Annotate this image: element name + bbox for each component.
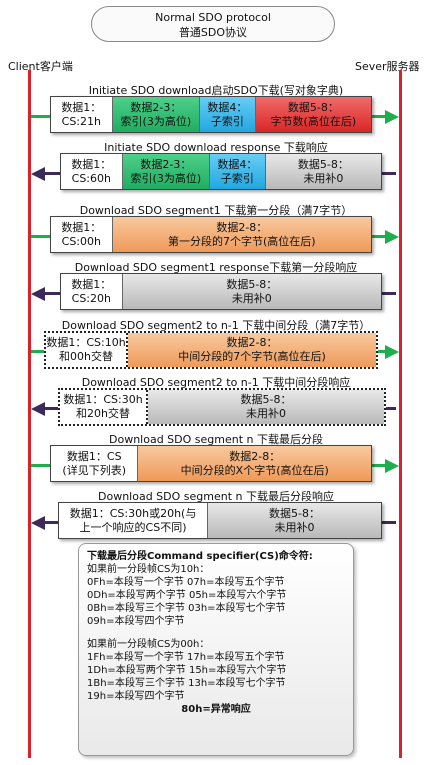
arrowhead-right-icon [385, 230, 399, 244]
protocol-title: Normal SDO protocol [155, 11, 271, 24]
frame-cell-payload: 数据2-8：中间分段的X个字节(高位在后) [138, 446, 371, 481]
protocol-subtitle: 普通SDO协议 [178, 26, 248, 39]
server-lifeline [399, 70, 402, 758]
message-6-label: Download SDO segment2 to n-1 下载中间分段响应 [81, 376, 351, 389]
arrowhead-right-icon [385, 110, 399, 124]
message-1-label: Initiate SDO download启动SDO下载(写对象字典) [88, 84, 344, 97]
note-group1-title: 如果前一分段帧CS为10h： [87, 564, 210, 575]
frame-cell-byte1: 数据1：CS:60h [61, 154, 123, 189]
protocol-title-box: Normal SDO protocol 普通SDO协议 [91, 6, 335, 42]
message-7-frame: 数据1：CS(详见下列表) 数据2-8：中间分段的X个字节(高位在后) [50, 445, 372, 482]
message-2-label: Initiate SDO download response 下载响应 [104, 141, 328, 154]
note-row: 19h=本段写四个字节 [87, 691, 185, 702]
note-row: 1Fh=本段写一个字节 17h=本段写五个字节 [87, 652, 285, 663]
frame-cell-unused: 数据5-8：未用补0 [122, 274, 381, 309]
arrowhead-left-icon [31, 516, 45, 530]
note-row: 1Dh=本段写两个字节 15h=本段写六个字节 [87, 665, 287, 676]
message-8-label: Download SDO segment n 下载最后分段响应 [98, 490, 334, 503]
message-2-frame: 数据1：CS:60h 数据2-3：索引(3为高位) 数据4：子索引 数据5-8：… [60, 153, 382, 190]
frame-cell-index: 数据2-3：索引(3为高位) [112, 97, 201, 132]
frame-cell-byte1: 数据1：CS:21h [51, 97, 113, 132]
frame-cell-bytecount: 数据5-8：字节数(高位在后) [255, 97, 371, 132]
note-heading: 下载最后分段Command specifier(CS)命令符: [87, 551, 313, 562]
message-4-frame: 数据1：CS:20h 数据5-8：未用补0 [60, 273, 382, 310]
frame-cell-payload: 数据2-8：第一分段的7个字节(高位在后) [112, 217, 371, 252]
frame-cell-unused: 数据5-8：未用补0 [265, 154, 381, 189]
frame-cell-byte1: 数据1：CS:20h [61, 274, 123, 309]
frame-cell-payload: 数据2-8：中间分段的7个字节(高位在后) [128, 333, 376, 367]
frame-cell-subindex: 数据4：子索引 [200, 97, 256, 132]
message-1-frame: 数据1：CS:21h 数据2-3：索引(3为高位) 数据4：子索引 数据5-8：… [50, 96, 372, 133]
frame-cell-byte1: 数据1：CS(详见下列表) [51, 446, 139, 481]
frame-cell-subindex: 数据4：子索引 [210, 154, 266, 189]
cs-note-box: 下载最后分段Command specifier(CS)命令符: 如果前一分段帧C… [78, 543, 354, 756]
message-3-label: Download SDO segment1 下载第一分段（满7字节） [79, 204, 353, 217]
note-footer: 80h=异常响应 [181, 704, 251, 715]
client-label: Client客户端 [8, 60, 73, 73]
frame-cell-index: 数据2-3：索引(3为高位) [122, 154, 211, 189]
frame-cell-unused: 数据5-8：未用补0 [148, 390, 384, 424]
arrowhead-left-icon [31, 167, 45, 181]
note-group2-title: 如果前一分段帧CS为00h： [87, 639, 210, 650]
note-row: 0Bh=本段写三个字节 03h=本段写七个字节 [87, 603, 286, 614]
arrowhead-right-icon [385, 345, 399, 359]
note-row: 0Dh=本段写两个字节 05h=本段写六个字节 [87, 590, 287, 601]
server-label: Sever服务器 [355, 60, 420, 73]
message-5-label: Download SDO segment2 to n-1 下载中间分段（满7字节… [61, 319, 371, 332]
arrowhead-left-icon [31, 287, 45, 301]
note-row: 09h=本段写四个字节 [87, 616, 185, 627]
message-3-frame: 数据1：CS:00h 数据2-8：第一分段的7个字节(高位在后) [50, 216, 372, 253]
frame-cell-byte1: 数据1：CS:30h或20h(与上一个响应的CS不同) [59, 503, 209, 538]
note-row: 1Bh=本段写三个字节 13h=本段写七个字节 [87, 678, 286, 689]
client-lifeline [28, 70, 31, 758]
message-8-frame: 数据1：CS:30h或20h(与上一个响应的CS不同) 数据5-8：未用补0 [58, 502, 382, 539]
message-4-label: Download SDO segment1 response下载第一分段响应 [74, 261, 358, 274]
frame-cell-byte1: 数据1：CS:00h [51, 217, 113, 252]
arrowhead-right-icon [385, 459, 399, 473]
arrowhead-left-icon [31, 402, 45, 416]
note-row: 0Fh=本段写一个字节 07h=本段写五个字节 [87, 577, 285, 588]
frame-cell-unused: 数据5-8：未用补0 [208, 503, 381, 538]
message-7-label: Download SDO segment n 下载最后分段 [109, 433, 323, 446]
